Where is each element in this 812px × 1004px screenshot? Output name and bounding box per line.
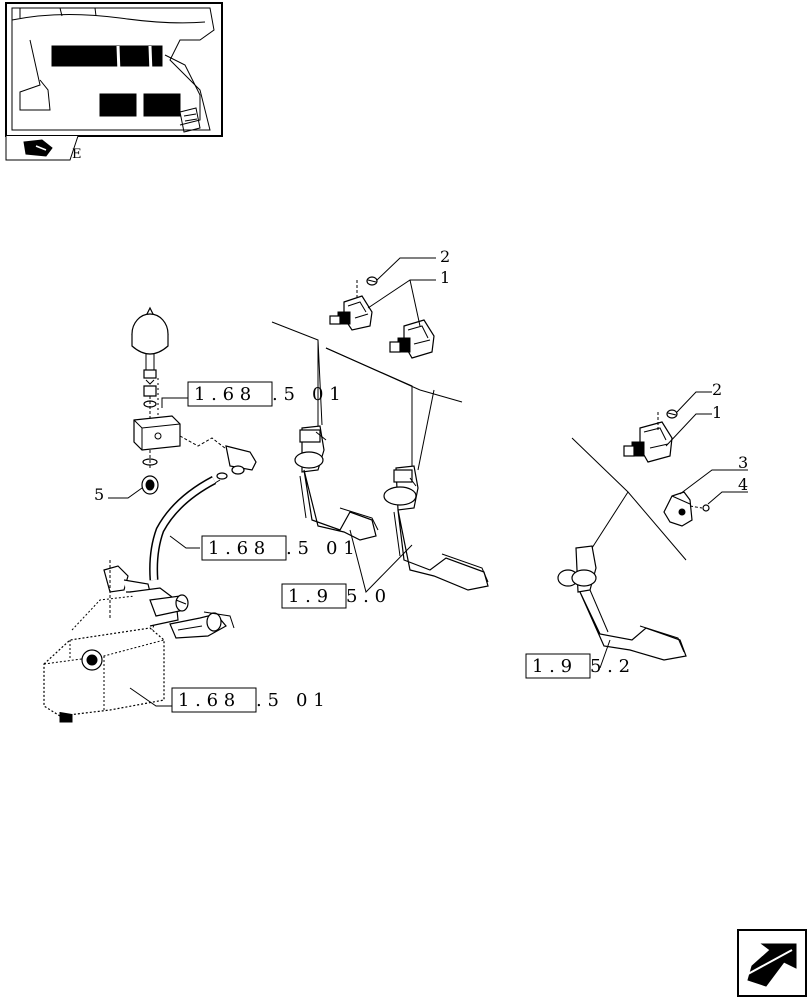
switch-part-1b[interactable] <box>389 319 435 359</box>
switch-part-1c[interactable] <box>623 421 673 463</box>
thumbnail-nav-label: E <box>72 147 82 162</box>
reference-r4-boxed: 1 . 9 <box>532 656 572 677</box>
reference-r2[interactable]: 1 . 6 8 . 5 0 1 <box>201 535 355 561</box>
arrow-next-icon <box>747 943 797 987</box>
reference-r3-rest: 5 . 0 <box>346 586 386 607</box>
leader-1a <box>367 279 436 327</box>
reference-r1-rest: . 5 0 1 <box>272 384 341 405</box>
next-page-button[interactable] <box>737 929 807 997</box>
right-group-guides <box>571 437 687 561</box>
pedal-group-guides <box>271 321 463 475</box>
reference-r5[interactable]: 1 . 6 8 . 5 0 1 <box>171 687 325 713</box>
leader-r4 <box>599 639 611 669</box>
switch-part-1a[interactable] <box>329 295 373 331</box>
reference-r3[interactable]: 1 . 9 5 . 0 <box>281 583 386 609</box>
reference-r4[interactable]: 1 . 9 5 . 2 <box>525 653 630 679</box>
reference-r5-rest: . 5 0 1 <box>256 690 325 711</box>
thumbnail-pedal-left <box>99 93 137 117</box>
pipe-dashed <box>179 435 231 453</box>
callout-2b: 2 <box>712 380 722 399</box>
fitting-part[interactable] <box>209 445 257 487</box>
callout-2a: 2 <box>440 247 450 266</box>
elbow-fitting-part[interactable] <box>103 560 151 620</box>
callout-4: 4 <box>738 475 748 494</box>
reference-r3-boxed: 1 . 9 <box>288 586 328 607</box>
pedal-part-a[interactable] <box>294 425 379 541</box>
reference-r4-rest: 5 . 2 <box>590 656 630 677</box>
filter-part-5[interactable] <box>141 475 159 495</box>
screw-part-2b[interactable] <box>657 409 678 430</box>
valve-fitting-left[interactable] <box>149 594 189 617</box>
thumbnail-view[interactable] <box>5 2 223 137</box>
pedal-part-b[interactable] <box>383 465 489 591</box>
screw-part-2a[interactable] <box>356 276 378 300</box>
valve-block-part[interactable] <box>133 378 181 470</box>
callout-1b: 1 <box>712 403 722 422</box>
leader-2b <box>676 391 712 413</box>
reference-r5-boxed: 1 . 6 8 <box>178 690 235 711</box>
leader-1b <box>665 413 712 447</box>
valve-fitting-right[interactable] <box>169 611 235 639</box>
leader-2a <box>376 257 436 281</box>
leader-4 <box>707 491 748 505</box>
leader-r5 <box>129 687 172 707</box>
leader-3 <box>679 469 748 495</box>
leader-5 <box>108 487 143 499</box>
leader-r3 <box>349 529 413 593</box>
bracket-part-3[interactable] <box>663 491 693 527</box>
reference-r2-rest: . 5 0 1 <box>286 538 355 559</box>
callout-5: 5 <box>94 485 104 504</box>
reference-r2-boxed: 1 . 6 8 <box>208 538 265 559</box>
reference-r1-boxed: 1 . 6 8 <box>194 384 251 405</box>
thumbnail-pedal-right <box>143 93 181 117</box>
reference-r1[interactable]: 1 . 6 8 . 5 0 1 <box>187 381 341 407</box>
accumulator-part[interactable] <box>131 306 169 420</box>
pedal-part-c[interactable] <box>557 545 687 661</box>
thumbnail-pedal-bar <box>51 45 163 67</box>
callout-1a: 1 <box>440 268 450 287</box>
screw-part-4[interactable] <box>689 504 710 512</box>
thumbnail-nav-tab[interactable]: E <box>5 135 82 162</box>
leader-r1 <box>161 397 188 408</box>
book-hand-icon <box>23 139 53 157</box>
leader-r2 <box>169 535 200 549</box>
callout-3: 3 <box>738 453 748 472</box>
